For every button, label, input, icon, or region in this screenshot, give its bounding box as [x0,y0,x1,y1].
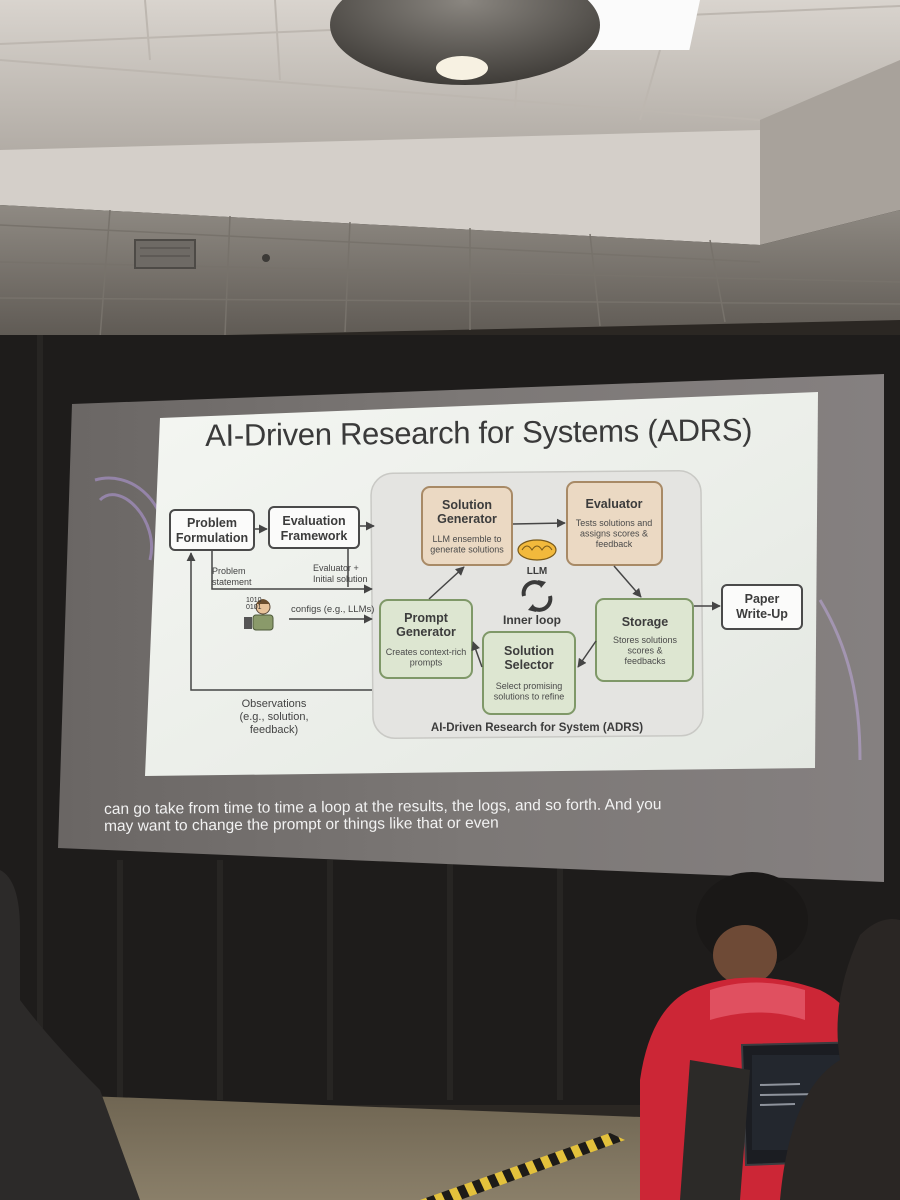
paper-writeup-label-line-2: Write-Up [736,607,788,621]
binary-line-1: 1010 [246,597,262,604]
dome-light [330,0,600,85]
problem-formulation-label-line-2: Formulation [176,531,248,545]
evaluation-framework-label-line-2: Framework [281,529,348,543]
chair-back [680,1060,750,1200]
solution-selector-title-line-2: Selector [504,658,553,672]
prompt-generator-desc-line-2: prompts [410,658,443,668]
dome-light-lamp [436,56,488,80]
solution-selector-desc-line-2: solutions to refine [494,692,565,702]
observations-label: Observations(e.g., solution,feedback) [239,698,308,736]
ceiling-light-panel [574,0,700,50]
adrs-panel-line-1: AI-Driven Research for System (ADRS) [431,722,643,734]
solution-selector-desc-line-1: Select promising [496,681,563,691]
observations-line-1: Observations [242,698,307,710]
paper-writeup-label-line-1: Paper [745,592,780,606]
problem-statement-line-1: Problem [212,566,246,576]
storage-desc-line-2: scores & [627,646,662,656]
evaluator-initial-label: Evaluator +Initial solution [313,563,368,584]
researcher-icon [244,599,274,631]
evaluator-initial-line-1: Evaluator + [313,563,359,573]
slide-title: AI-Driven Research for Systems (ADRS) [205,412,753,453]
configs-label: configs (e.g., LLMs) [291,604,374,615]
solution-selector-title-line-1: Solution [504,644,554,658]
solution-generator-title-line-2: Generator [437,512,497,526]
evaluation-framework-label-line-1: Evaluation [282,514,345,528]
solution-generator-title-line-1: Solution [442,498,492,512]
prompt-generator-title-line-1: Prompt [404,611,449,625]
floor-carpet [60,1095,720,1200]
diagram-arrows [186,518,721,691]
inner-loop-label: Inner loop [503,613,561,627]
evaluator-title-line-1: Evaluator [586,497,643,511]
solution-generator-desc-line-2: generate solutions [430,545,504,555]
observations-line-3: feedback) [250,724,298,736]
audience-right-person [780,919,900,1200]
brain-icon [517,539,557,561]
observations-line-2: (e.g., solution, [239,711,308,723]
air-vent [134,239,196,269]
solution-generator-desc-line-1: LLM ensemble to [432,534,501,544]
prompt-generator-title-line-2: Generator [396,625,456,639]
storage-title-line-1: Storage [622,615,669,629]
adrs-panel-label: AI-Driven Research for System (ADRS) [431,722,643,734]
bulkhead-wall [0,130,760,245]
prompt-generator-desc-line-1: Creates context-rich [386,647,467,657]
evaluator-desc-line-3: feedback [596,539,633,549]
sprinkler [262,254,270,262]
binary-line-2: 0101 [246,604,262,611]
llm-line-1: LLM [527,566,548,577]
inner-loop-line-1: Inner loop [503,613,561,627]
curtain-folds [37,335,563,1100]
evaluator-desc-line-1: Tests solutions and [576,518,653,528]
llm-label: LLM [527,566,548,577]
storage-desc-line-1: Stores solutions [613,635,678,645]
problem-statement-line-2: statement [212,577,252,587]
right-wall [760,60,900,245]
svg-text:Storage: Storage [622,615,669,629]
evaluator-initial-line-2: Initial solution [313,574,368,584]
storage-desc-line-3: feedbacks [624,656,666,666]
evaluator-desc-line-2: assigns scores & [580,529,648,539]
problem-formulation-label-line-1: Problem [187,516,237,530]
configs-line-1: configs (e.g., LLMs) [291,604,374,615]
svg-text:Evaluator: Evaluator [586,497,643,511]
hazard-tape [420,1133,625,1200]
audience-left-person [0,870,140,1200]
